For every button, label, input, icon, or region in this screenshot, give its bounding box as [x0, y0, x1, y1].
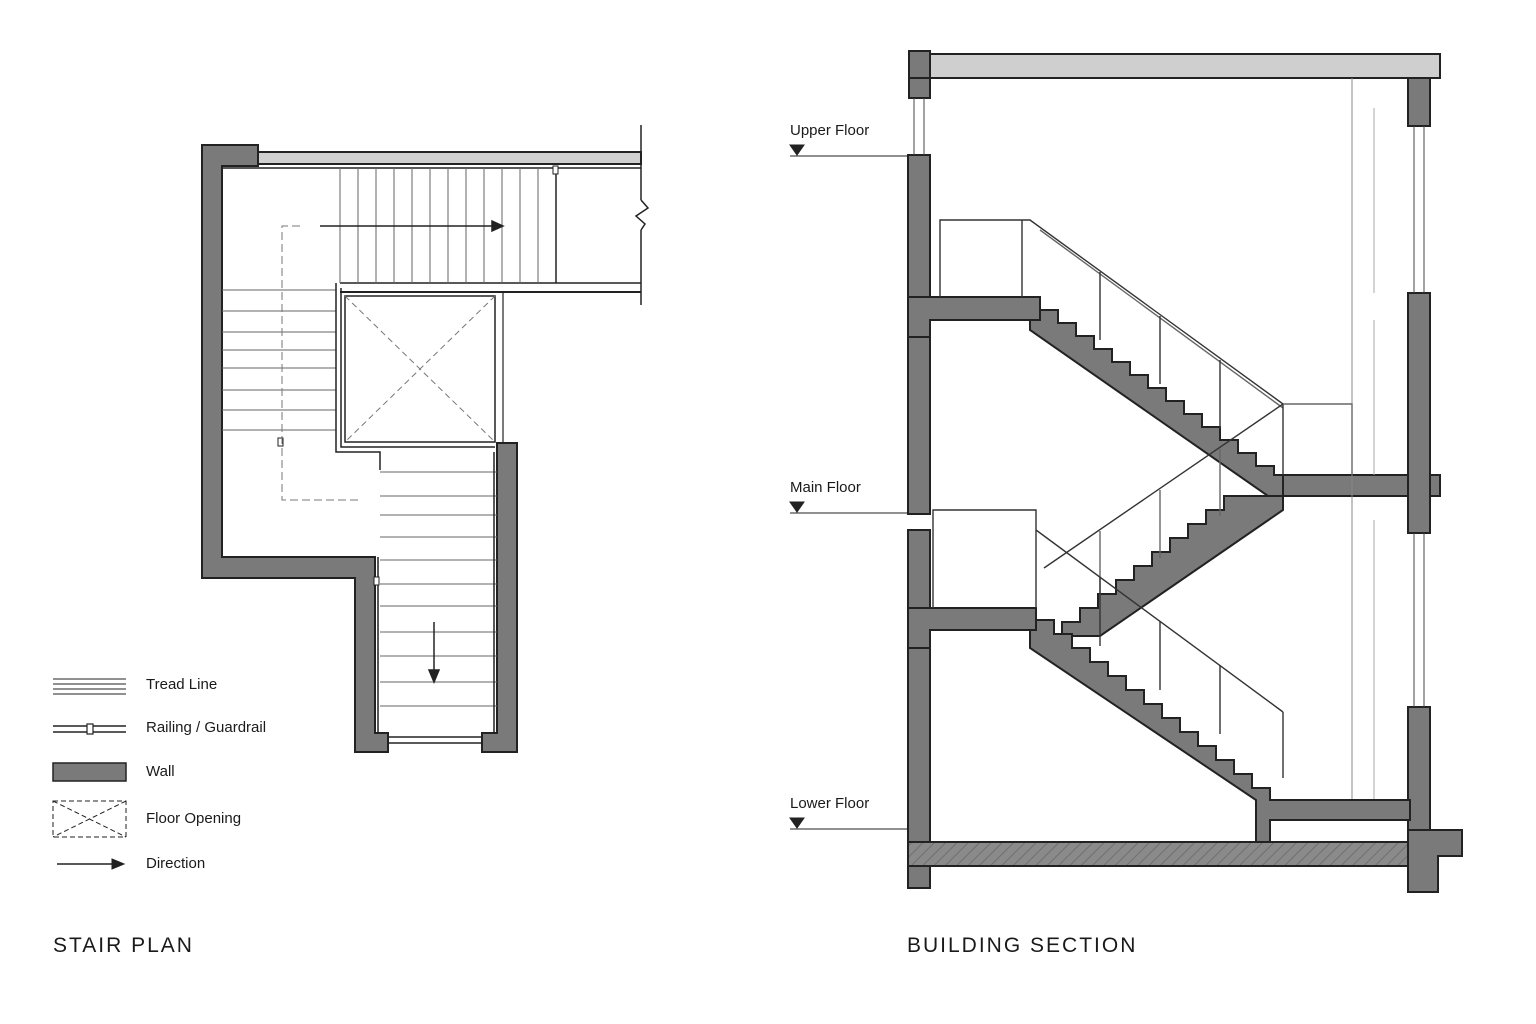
legend-opening-label: Floor Opening [146, 810, 242, 827]
section-slab-main-left [907, 607, 1037, 649]
section-wall-right [1407, 77, 1463, 893]
legend-wall-icon [52, 762, 127, 782]
level-label-main: Main Floor [790, 479, 861, 496]
building-section [789, 50, 1463, 893]
plan-railings [277, 165, 559, 744]
section-slab-upper [907, 296, 1041, 338]
legend-direction-icon [57, 858, 126, 870]
section-level-markers [789, 144, 908, 830]
legend-railing-label: Railing / Guardrail [146, 719, 267, 736]
section-flight-middle [1061, 495, 1284, 637]
section-window-left [913, 98, 925, 155]
stair-plan [201, 125, 650, 753]
level-label-lower: Lower Floor [790, 795, 870, 812]
level-marker-upper-icon [789, 144, 805, 156]
plan-walkline [281, 225, 360, 501]
plan-direction-arrows [320, 219, 505, 684]
legend-wall-label: Wall [146, 763, 175, 780]
legend-direction-label: Direction [146, 855, 206, 872]
plan-treads-west [222, 289, 336, 431]
plan-wall-east [481, 442, 518, 753]
plan-wall-west [201, 144, 389, 753]
legend-railing-icon [53, 723, 126, 735]
section-roof [929, 53, 1441, 79]
section-flight-upper [1029, 297, 1284, 497]
section-railings [932, 219, 1353, 778]
legend-tread-icon [53, 678, 126, 695]
level-marker-main-icon [789, 501, 805, 513]
section-slab-lower [907, 841, 1409, 867]
section-wall-left [907, 154, 931, 889]
level-marker-lower-icon [789, 817, 805, 829]
plan-corridor [222, 125, 650, 305]
plan-title: STAIR PLAN [53, 934, 194, 957]
level-label-upper: Upper Floor [790, 122, 870, 139]
section-flight-lower [1029, 608, 1411, 843]
legend-opening-icon [52, 800, 127, 838]
legend-tread-label: Tread Line [146, 676, 218, 693]
section-title: BUILDING SECTION [907, 934, 1138, 957]
plan-treads-lower [380, 471, 497, 707]
legend-symbols [52, 678, 127, 870]
plan-floor-opening [344, 295, 496, 443]
